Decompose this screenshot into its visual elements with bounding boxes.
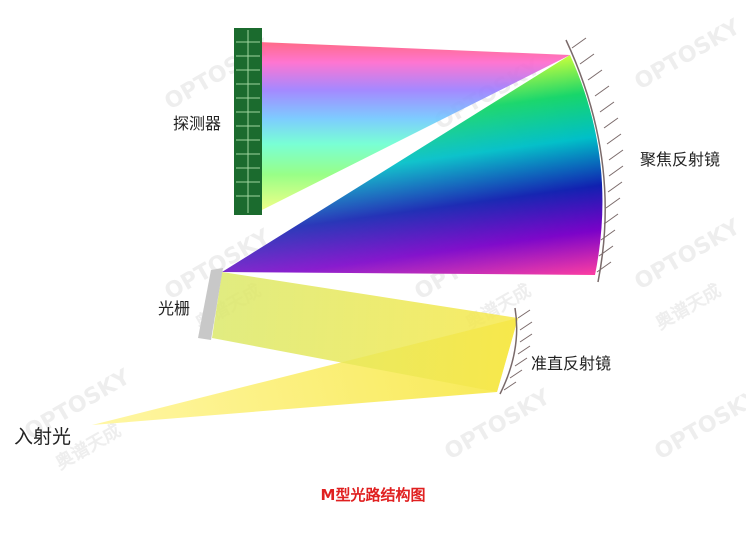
watermark-logo: OPTOSKY — [441, 384, 556, 465]
focusing-mirror-label: 聚焦反射镜 — [640, 150, 721, 169]
diagram-caption: M型光路结构图 — [320, 486, 426, 504]
detector-array — [234, 28, 262, 215]
detector-label: 探测器 — [173, 114, 222, 133]
watermark-logo-cn: 奥谱天成 — [652, 279, 725, 334]
watermark-logo: OPTOSKY — [651, 384, 746, 465]
collimating-mirror-label: 准直反射镜 — [531, 354, 612, 373]
incident-light-label: 入射光 — [14, 426, 72, 448]
watermark-logo: OPTOSKY — [631, 214, 746, 295]
grating — [198, 268, 223, 340]
collimating-mirror — [499, 307, 533, 395]
focused-spectrum-beam — [258, 42, 570, 212]
watermark-logo: OPTOSKY — [631, 14, 746, 95]
focusing-mirror — [565, 37, 624, 283]
collimated-beam — [212, 272, 518, 392]
grating-label: 光栅 — [158, 299, 191, 318]
